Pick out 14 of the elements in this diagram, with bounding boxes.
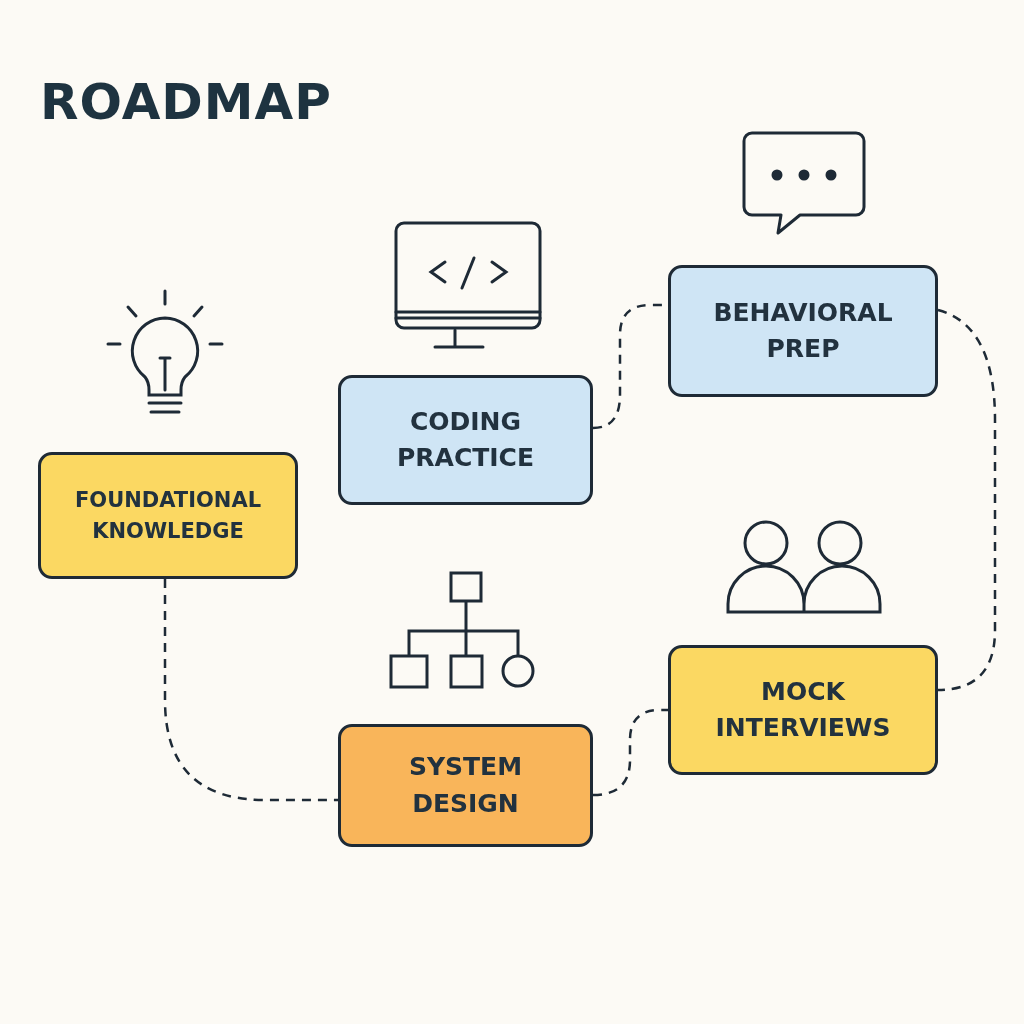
step-label: SYSTEM DESIGN [407,751,524,820]
dashed-connector [592,708,668,797]
process-box [338,724,593,847]
step-label: MOCK INTERVIEWS [714,675,892,744]
step-label: FOUNDATIONAL KNOWLEDGE [73,487,263,545]
dashed-connector [937,308,997,692]
dashed-connector [163,579,338,802]
process-box [668,645,938,775]
process-box [338,375,593,505]
step-label: BEHAVIORAL PREP [712,296,894,365]
title: ROADMAP [40,72,332,132]
process-box [38,452,298,579]
process-box [668,265,938,397]
step-label: CODING PRACTICE [395,405,536,474]
